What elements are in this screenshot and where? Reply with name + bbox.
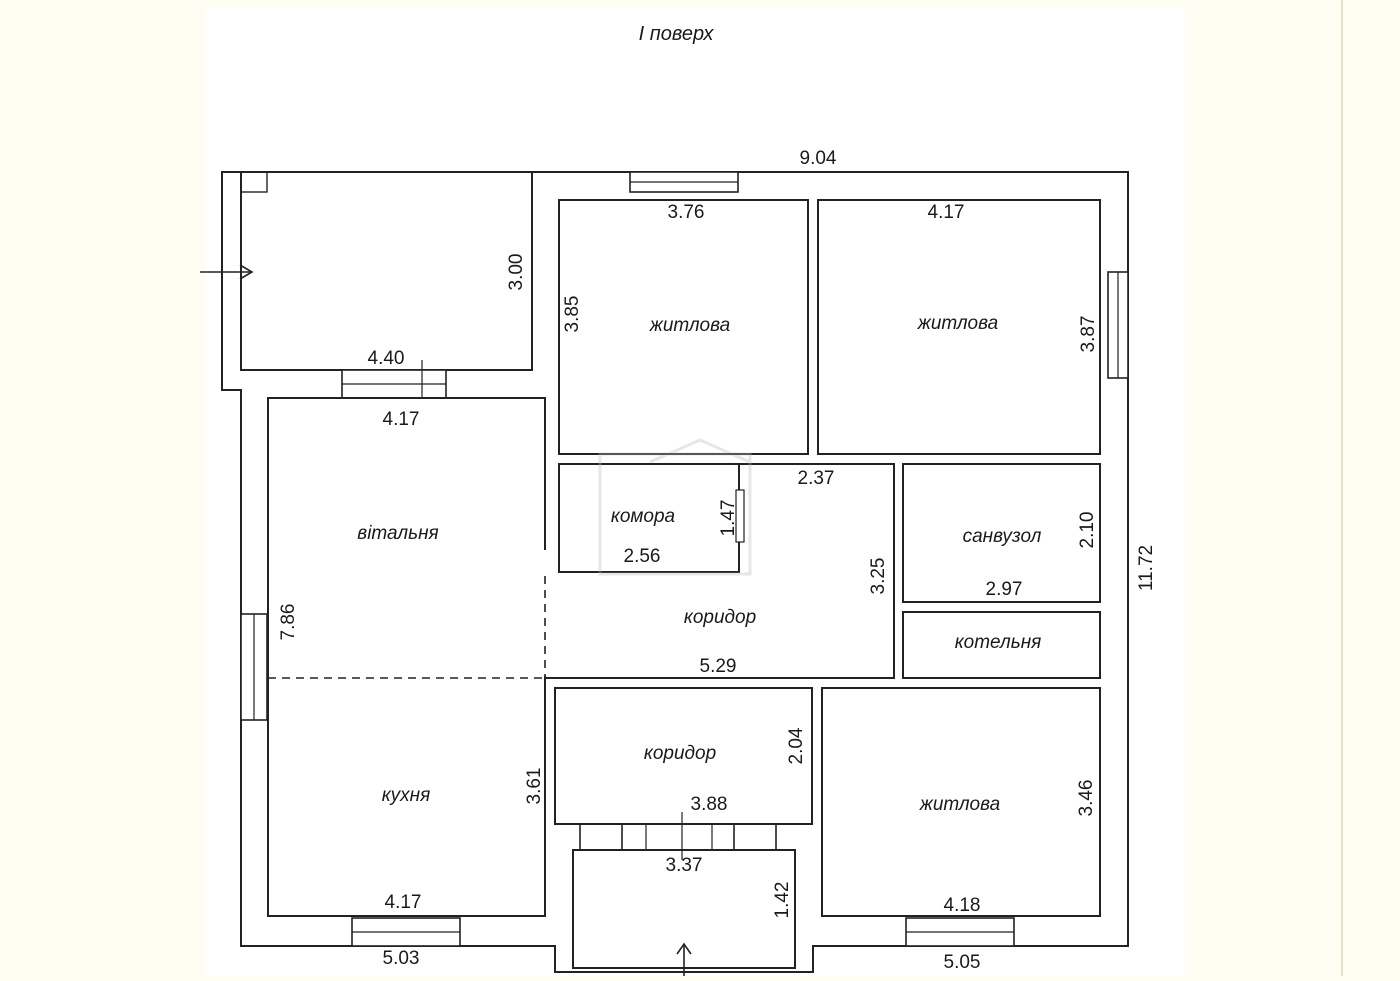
dim-overall-width: 9.04 bbox=[800, 148, 837, 169]
room-walls bbox=[267, 199, 1101, 969]
room-label-bathroom: санвузол bbox=[963, 526, 1042, 547]
room-labels: житлова житлова вітальня комора санвузол… bbox=[357, 313, 1041, 815]
room-boiler bbox=[902, 611, 1101, 679]
floor-title: I поверх bbox=[639, 23, 715, 45]
dim-living-kitchen-depth: 7.86 bbox=[278, 604, 299, 641]
windows bbox=[240, 171, 1129, 947]
dim-porch-width: 3.37 bbox=[666, 855, 703, 876]
dim-bedroom-br-depth: 3.46 bbox=[1076, 780, 1097, 817]
dim-bottom-left-width: 5.03 bbox=[383, 948, 420, 969]
room-label-living-room: вітальня bbox=[357, 523, 438, 544]
dim-bathroom-depth: 2.10 bbox=[1077, 512, 1098, 549]
dimension-labels: 9.04 3.76 4.17 4.40 4.17 2.37 2.56 2.97 … bbox=[278, 148, 1157, 973]
room-label-bedroom-top-right: житлова bbox=[917, 313, 998, 334]
dim-corridor-lower-depth: 2.04 bbox=[786, 727, 807, 764]
room-label-bedroom-bottom-right: житлова bbox=[919, 794, 1000, 815]
room-label-boiler-room: котельня bbox=[955, 632, 1042, 653]
room-bedroom-top-right bbox=[817, 199, 1101, 455]
dim-bedroom-tl-width: 3.76 bbox=[668, 202, 705, 223]
dim-porch-depth: 1.42 bbox=[772, 882, 793, 919]
dim-pantry-depth: 1.47 bbox=[718, 500, 739, 537]
room-bathroom bbox=[902, 463, 1101, 603]
room-label-corridor-main: коридор bbox=[684, 607, 756, 628]
dim-bedroom-br-width: 4.18 bbox=[944, 895, 981, 916]
room-label-corridor-lower: коридор bbox=[644, 743, 716, 764]
dim-kitchen-depth: 3.61 bbox=[524, 768, 545, 805]
dim-hall-top-width: 2.37 bbox=[798, 468, 835, 489]
dim-bottom-right-width: 5.05 bbox=[944, 952, 981, 973]
room-bedroom-top-left bbox=[558, 199, 809, 455]
porch bbox=[572, 849, 796, 969]
porch-entrance-arrow-icon bbox=[676, 942, 692, 976]
dim-corridor-width: 5.29 bbox=[700, 656, 737, 677]
dim-pantry-width: 2.56 bbox=[624, 546, 661, 567]
dim-corridor-depth: 3.25 bbox=[868, 558, 889, 595]
dim-kitchen-width: 4.17 bbox=[385, 892, 422, 913]
drawing-area bbox=[205, 8, 1185, 976]
dim-bedroom-tr-depth: 3.87 bbox=[1078, 316, 1099, 353]
watermark-logo bbox=[598, 438, 752, 576]
dim-entry-width: 4.40 bbox=[368, 348, 405, 369]
dim-bedroom-tl-depth: 3.85 bbox=[562, 296, 583, 333]
dim-bedroom-tr-width: 4.17 bbox=[928, 202, 965, 223]
dim-bathroom-width: 2.97 bbox=[986, 579, 1023, 600]
dim-living-width: 4.17 bbox=[383, 409, 420, 430]
dim-corridor-lower-width: 3.88 bbox=[691, 794, 728, 815]
room-corridor-main bbox=[545, 463, 895, 679]
room-label-pantry: комора bbox=[611, 506, 675, 527]
room-label-bedroom-top-left: житлова bbox=[649, 315, 730, 336]
room-label-kitchen: кухня bbox=[382, 785, 431, 806]
room-corridor-lower bbox=[554, 687, 813, 825]
dim-entry-depth: 3.00 bbox=[506, 254, 527, 291]
room-living-kitchen bbox=[267, 397, 546, 917]
dim-overall-depth: 11.72 bbox=[1136, 545, 1157, 591]
room-bedroom-bottom-right bbox=[821, 687, 1101, 917]
entrance-arrow-icon bbox=[200, 264, 254, 280]
